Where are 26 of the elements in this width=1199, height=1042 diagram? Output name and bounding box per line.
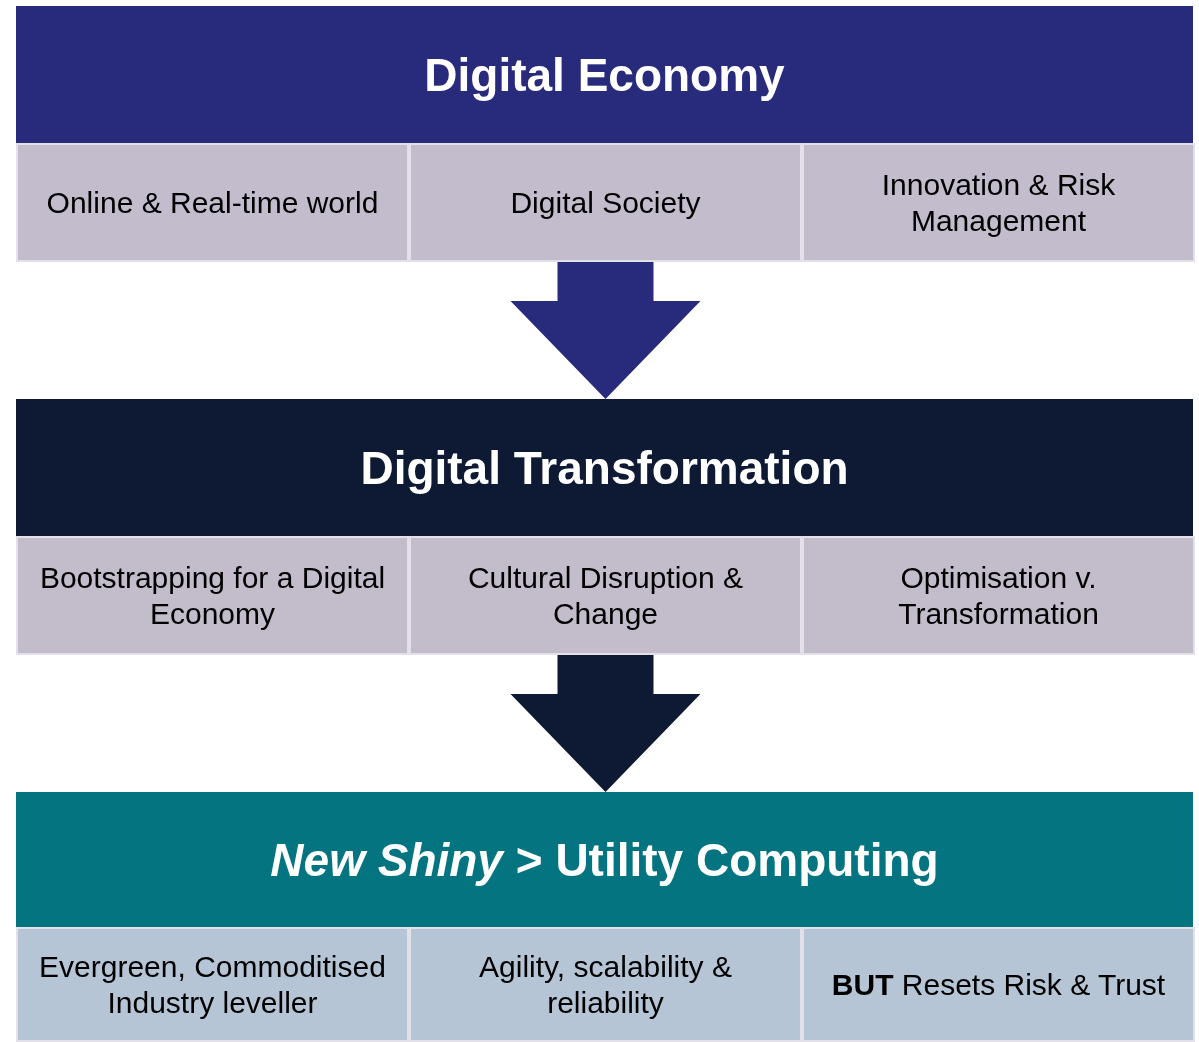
band-title: Digital Economy <box>424 47 785 102</box>
topic-cell <box>802 536 1195 655</box>
cell-text: Digital Society <box>510 184 701 221</box>
header-band <box>16 6 1193 143</box>
band-title: Digital Transformation <box>360 440 849 495</box>
topic-cell <box>16 536 409 655</box>
band-title: New Shiny > Utility Computing <box>270 832 939 887</box>
header-band <box>16 792 1193 927</box>
block-arrow <box>510 655 701 792</box>
cell-text: Online & Real-time world <box>46 184 379 221</box>
topic-cell <box>802 143 1195 262</box>
cell-text: Cultural Disruption & Change <box>466 560 745 631</box>
topic-cell <box>409 536 802 655</box>
block-arrow <box>510 262 701 399</box>
topic-cell <box>16 143 409 262</box>
cell-text: Innovation & Risk Management <box>880 167 1117 238</box>
cell-text: BUT Resets Risk & Trust <box>831 966 1166 1003</box>
topic-cell <box>409 927 802 1042</box>
cell-text: Bootstrapping for a Digital Economy <box>38 560 387 631</box>
cell-text: Evergreen, Commoditised Industry leveller <box>38 949 387 1020</box>
cell-text: Optimisation v. Transformation <box>897 560 1100 631</box>
topic-cell <box>802 927 1195 1042</box>
cell-text: Agility, scalability & reliability <box>478 949 733 1020</box>
topic-cell <box>16 927 409 1042</box>
header-band <box>16 399 1193 536</box>
topic-cell <box>409 143 802 262</box>
